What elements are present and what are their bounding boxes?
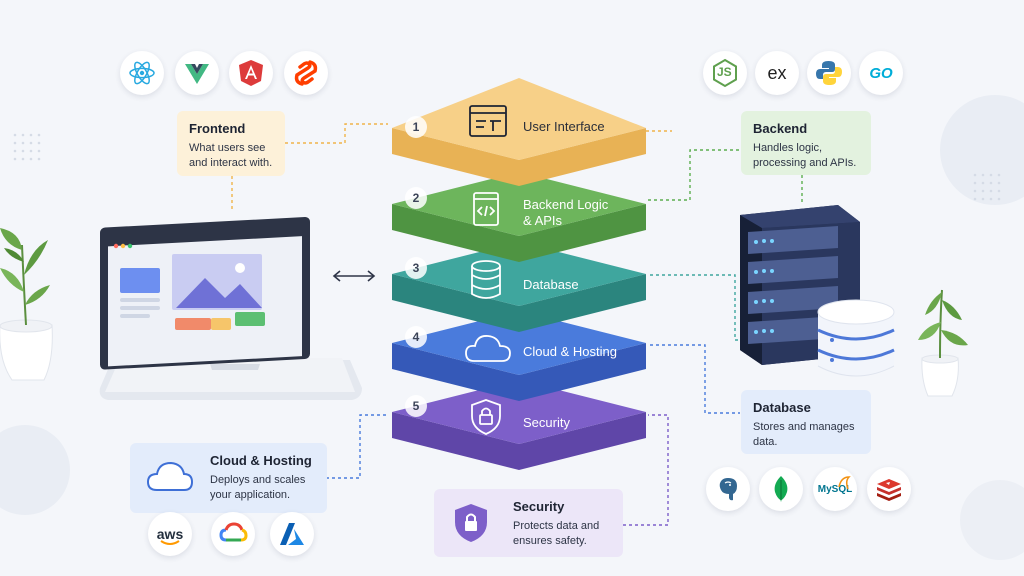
python-logo-icon [807, 51, 851, 95]
cloud-card: Cloud & Hosting Deploys and scales your … [130, 443, 327, 513]
layer-label-cloud-hosting: Cloud & Hosting [523, 344, 617, 359]
svelte-logo-icon [284, 51, 328, 95]
layer-label-backend-logic: Backend Logic & APIs [523, 197, 609, 228]
aws-logo-text: aws [156, 526, 184, 542]
security-card-title: Security [513, 499, 565, 514]
plant-right-illustration [918, 289, 968, 397]
mongodb-logo-icon [759, 467, 803, 511]
connector-cloud [326, 414, 386, 479]
layer-backend-logic [392, 172, 646, 262]
redis-logo-icon [867, 467, 911, 511]
layer-security [392, 380, 646, 470]
vue-logo-icon [175, 51, 219, 95]
badge-2 [405, 187, 427, 209]
layer-stack [392, 78, 646, 470]
laptop-illustration [99, 217, 363, 400]
react-logo-icon [120, 51, 164, 95]
backend-card-description: Handles logic, processing and APIs. [753, 142, 857, 169]
plant-left-illustration [0, 228, 53, 381]
azure-logo-icon [270, 512, 314, 556]
layer-cloud-hosting [392, 311, 646, 401]
express-logo-icon: ex [755, 51, 799, 95]
shield-lock-icon [455, 504, 487, 542]
layer-label-user-interface: User Interface [523, 119, 605, 134]
shield-lock-icon [471, 399, 501, 435]
badge-3 [405, 257, 427, 279]
layer-user-interface [392, 78, 646, 186]
database-card: Database Stores and manages data. [741, 390, 871, 454]
frontend-card-title: Frontend [189, 121, 246, 136]
connector-backend [648, 149, 740, 201]
mysql-logo-icon: MySQL [813, 467, 857, 511]
go-logo-text: GO [869, 64, 893, 82]
layer-number: 1 [412, 120, 420, 134]
backend-card: Backend Handles logic, processing and AP… [741, 111, 871, 175]
connector-database [650, 344, 740, 414]
google-cloud-logo-icon [211, 512, 255, 556]
cloud-card-description: Deploys and scales your application. [210, 474, 306, 501]
security-card-description: Protects data and ensures safety. [513, 520, 600, 547]
database-card-description: Stores and manages data. [753, 421, 855, 448]
go-logo-icon: GO [859, 51, 903, 95]
double-arrow-icon [332, 270, 376, 282]
connector-database-server [650, 274, 750, 341]
nodejs-logo-icon: JS [703, 51, 747, 95]
database-icon [471, 260, 501, 299]
security-card: Security Protects data and ensures safet… [434, 489, 623, 557]
backend-card-title: Backend [753, 121, 808, 136]
layer-label-database: Database [523, 277, 579, 292]
express-logo-text: ex [767, 62, 787, 83]
background-dot-grid-left [13, 133, 41, 161]
connector-security [623, 414, 669, 526]
badge-5 [405, 395, 427, 417]
database-cylinder-illustration [817, 299, 895, 377]
mysql-logo-text: MySQL [817, 483, 853, 495]
background-circle [0, 425, 70, 515]
cloud-icon [465, 335, 511, 362]
cloud-icon [146, 461, 194, 491]
frontend-card-description: What users see and interact with. [189, 142, 273, 169]
cloud-card-title: Cloud & Hosting [210, 453, 312, 468]
database-card-title: Database [753, 400, 811, 415]
layer-label-security: Security [523, 415, 570, 430]
aws-logo-icon: aws [148, 512, 192, 556]
background-circle [960, 480, 1024, 560]
layer-number: 4 [412, 330, 420, 344]
layer-number: 3 [412, 261, 420, 275]
badge-1 [405, 116, 427, 138]
postgresql-logo-icon [706, 467, 750, 511]
browser-window-icon [469, 105, 507, 137]
layer-number: 5 [412, 399, 420, 413]
badge-4 [405, 326, 427, 348]
layer-database [392, 242, 646, 332]
angular-logo-icon [229, 51, 273, 95]
code-file-icon [473, 192, 499, 226]
connector-frontend [285, 123, 388, 144]
background-dot-grid-right [973, 173, 1001, 201]
background-circle [940, 95, 1024, 205]
nodejs-logo-text: JS [717, 65, 732, 79]
layer-number: 2 [412, 191, 420, 205]
frontend-card: Frontend What users see and interact wit… [177, 111, 285, 176]
